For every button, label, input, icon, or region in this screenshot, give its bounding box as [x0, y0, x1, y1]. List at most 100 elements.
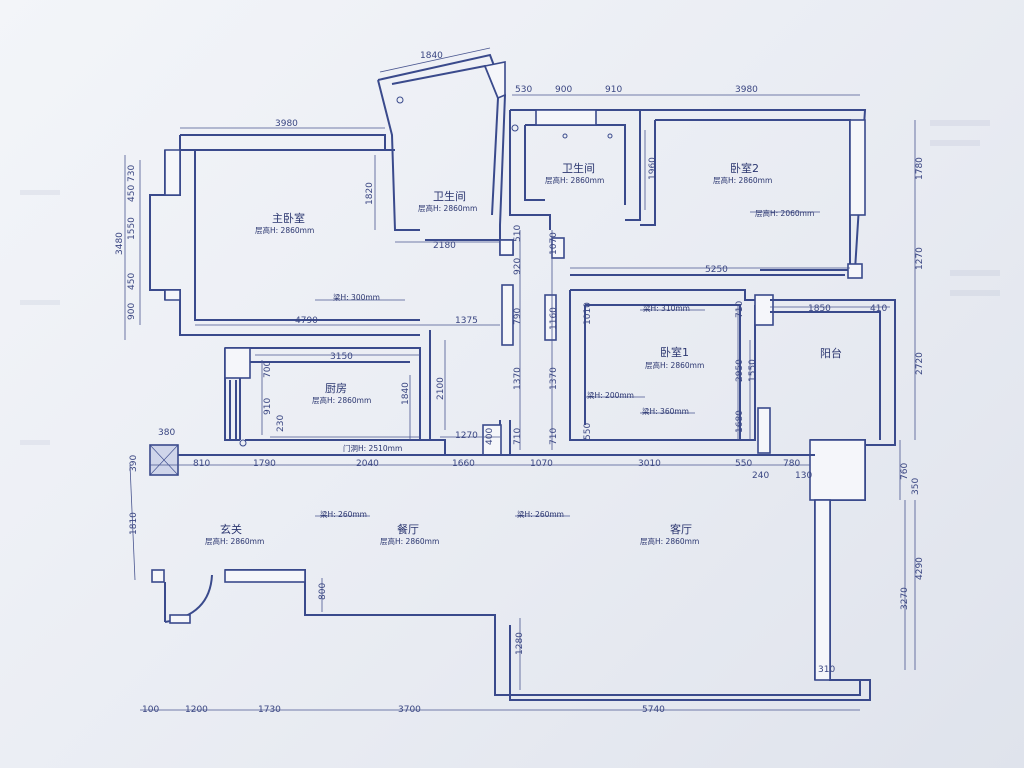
room-living-height: 层高H: 2860mm: [640, 536, 699, 546]
note-beam-200: 梁H: 200mm: [587, 391, 634, 400]
dim-k-2100: 2100: [436, 377, 446, 400]
dim-b1-2950: 2950: [735, 359, 745, 382]
dim-v-510: 510: [513, 225, 523, 242]
dim-top-bath: 1840: [420, 51, 443, 61]
note-door-opening: 门洞H: 2510mm: [343, 444, 402, 453]
note-beam-360: 梁H: 360mm: [642, 407, 689, 416]
dim-r-1270: 1270: [915, 247, 925, 270]
dim-left-900: 900: [127, 303, 137, 320]
room-bathroom-1-name: 卫生间: [433, 189, 466, 203]
room-entrance-height: 层高H: 2860mm: [205, 536, 264, 546]
room-master-bedroom-name: 主卧室: [272, 211, 305, 225]
note-beam-260-living: 梁H: 260mm: [517, 510, 564, 519]
note-beam-310: 梁H: 310mm: [643, 304, 690, 313]
dim-mid-780: 780: [783, 459, 800, 469]
dim-l-1280: 1280: [515, 632, 525, 655]
dim-mid-130: 130: [795, 471, 812, 481]
dim-v-790: 790: [513, 308, 523, 325]
room-bathroom-2-name: 卫生间: [562, 161, 595, 175]
note-beam-300: 梁H: 300mm: [333, 293, 380, 302]
dim-left-1550: 1550: [127, 217, 137, 240]
dim-mid-810: 810: [193, 459, 210, 469]
dim-h-1375: 1375: [455, 316, 478, 326]
dim-v-920: 920: [513, 258, 523, 275]
note-beam-260-dining: 梁H: 260mm: [320, 510, 367, 519]
dim-bot-1730: 1730: [258, 705, 281, 715]
dim-r-350: 350: [911, 478, 921, 495]
dim-bath2-1960: 1960: [648, 157, 658, 180]
dim-b1-1550: 1550: [748, 359, 758, 382]
dim-b1-1680: 1680: [735, 410, 745, 433]
dim-top-900: 900: [555, 85, 572, 95]
dim-mid-1660: 1660: [452, 459, 475, 469]
dim-r-1780: 1780: [915, 157, 925, 180]
room-master-bedroom-height: 层高H: 2860mm: [255, 225, 314, 235]
room-bedroom-1-name: 卧室1: [660, 345, 689, 359]
dim-top-3980-left: 3980: [275, 119, 298, 129]
dim-l-310: 310: [818, 665, 835, 675]
dim-v-1070: 1070: [549, 232, 559, 255]
dim-l-1810: 1810: [129, 512, 139, 535]
dim-left-450a: 450: [127, 185, 137, 202]
room-kitchen-height: 层高H: 2860mm: [312, 395, 371, 405]
dim-v-1370a: 1370: [513, 367, 523, 390]
room-labels: 主卧室 层高H: 2860mm 卫生间 层高H: 2860mm 卫生间 层高H:…: [205, 161, 842, 546]
dim-k-700: 700: [263, 361, 273, 378]
dim-k-3150: 3150: [330, 352, 353, 362]
room-entrance-name: 玄关: [220, 522, 242, 536]
dim-h-1850: 1850: [808, 304, 831, 314]
dim-mid-380: 380: [158, 428, 175, 438]
dim-mid-240: 240: [752, 471, 769, 481]
room-dining-name: 餐厅: [397, 522, 419, 536]
dimension-labels: 1840 530 900 910 3980 3980 730 450 1550 …: [115, 51, 925, 715]
dim-r-3270: 3270: [900, 587, 910, 610]
dim-k-400: 400: [485, 428, 495, 445]
dim-top-910: 910: [605, 85, 622, 95]
dim-bot-1200: 1200: [185, 705, 208, 715]
dim-bath-1820: 1820: [365, 182, 375, 205]
dim-bot-3700: 3700: [398, 705, 421, 715]
room-balcony-name: 阳台: [820, 346, 842, 360]
dim-mid-1790: 1790: [253, 459, 276, 469]
dim-mid-1070: 1070: [530, 459, 553, 469]
dim-b1-550: 550: [583, 423, 593, 440]
dim-left-450b: 450: [127, 273, 137, 290]
dim-k-1270: 1270: [455, 431, 478, 441]
dim-r-760: 760: [900, 463, 910, 480]
dim-k-1840: 1840: [401, 382, 411, 405]
dim-k-230: 230: [276, 415, 286, 432]
room-kitchen-name: 厨房: [325, 382, 347, 395]
dim-v-1370b: 1370: [549, 367, 559, 390]
dim-h-4790: 4790: [295, 316, 318, 326]
room-living-name: 客厅: [670, 522, 692, 536]
room-bedroom-2-height: 层高H: 2860mm: [713, 175, 772, 185]
dim-k-910: 910: [263, 398, 273, 415]
room-bedroom-2-extra: 层高H: 2060mm: [755, 208, 814, 218]
dim-v-710a: 710: [513, 428, 523, 445]
room-bathroom-1-height: 层高H: 2860mm: [418, 203, 477, 213]
dim-mid-2040: 2040: [356, 459, 379, 469]
dim-b1-1010: 1010: [583, 302, 593, 325]
beam-notes: 梁H: 300mm 梁H: 310mm 梁H: 200mm 梁H: 360mm …: [320, 293, 690, 519]
background-ghost-marks: [20, 120, 1000, 445]
room-bedroom-1-height: 层高H: 2860mm: [645, 360, 704, 370]
room-bathroom-2-height: 层高H: 2860mm: [545, 175, 604, 185]
dim-h-410: 410: [870, 304, 887, 314]
dim-mid-3010: 3010: [638, 459, 661, 469]
dim-bath-2180: 2180: [433, 241, 456, 251]
dim-b1-710: 710: [735, 301, 745, 318]
dim-r-4290: 4290: [915, 557, 925, 580]
dimension-lines: [124, 47, 916, 711]
dim-r-2720: 2720: [915, 352, 925, 375]
dim-mid-390: 390: [129, 455, 139, 472]
dim-v-1160: 1160: [549, 307, 559, 330]
dim-l-800: 800: [318, 583, 328, 600]
dim-left-730: 730: [127, 165, 137, 182]
dim-bot-100: 100: [142, 705, 159, 715]
dim-top-530: 530: [515, 85, 532, 95]
walls: [149, 53, 896, 701]
room-bedroom-2-name: 卧室2: [730, 161, 759, 175]
dim-h-5250: 5250: [705, 265, 728, 275]
